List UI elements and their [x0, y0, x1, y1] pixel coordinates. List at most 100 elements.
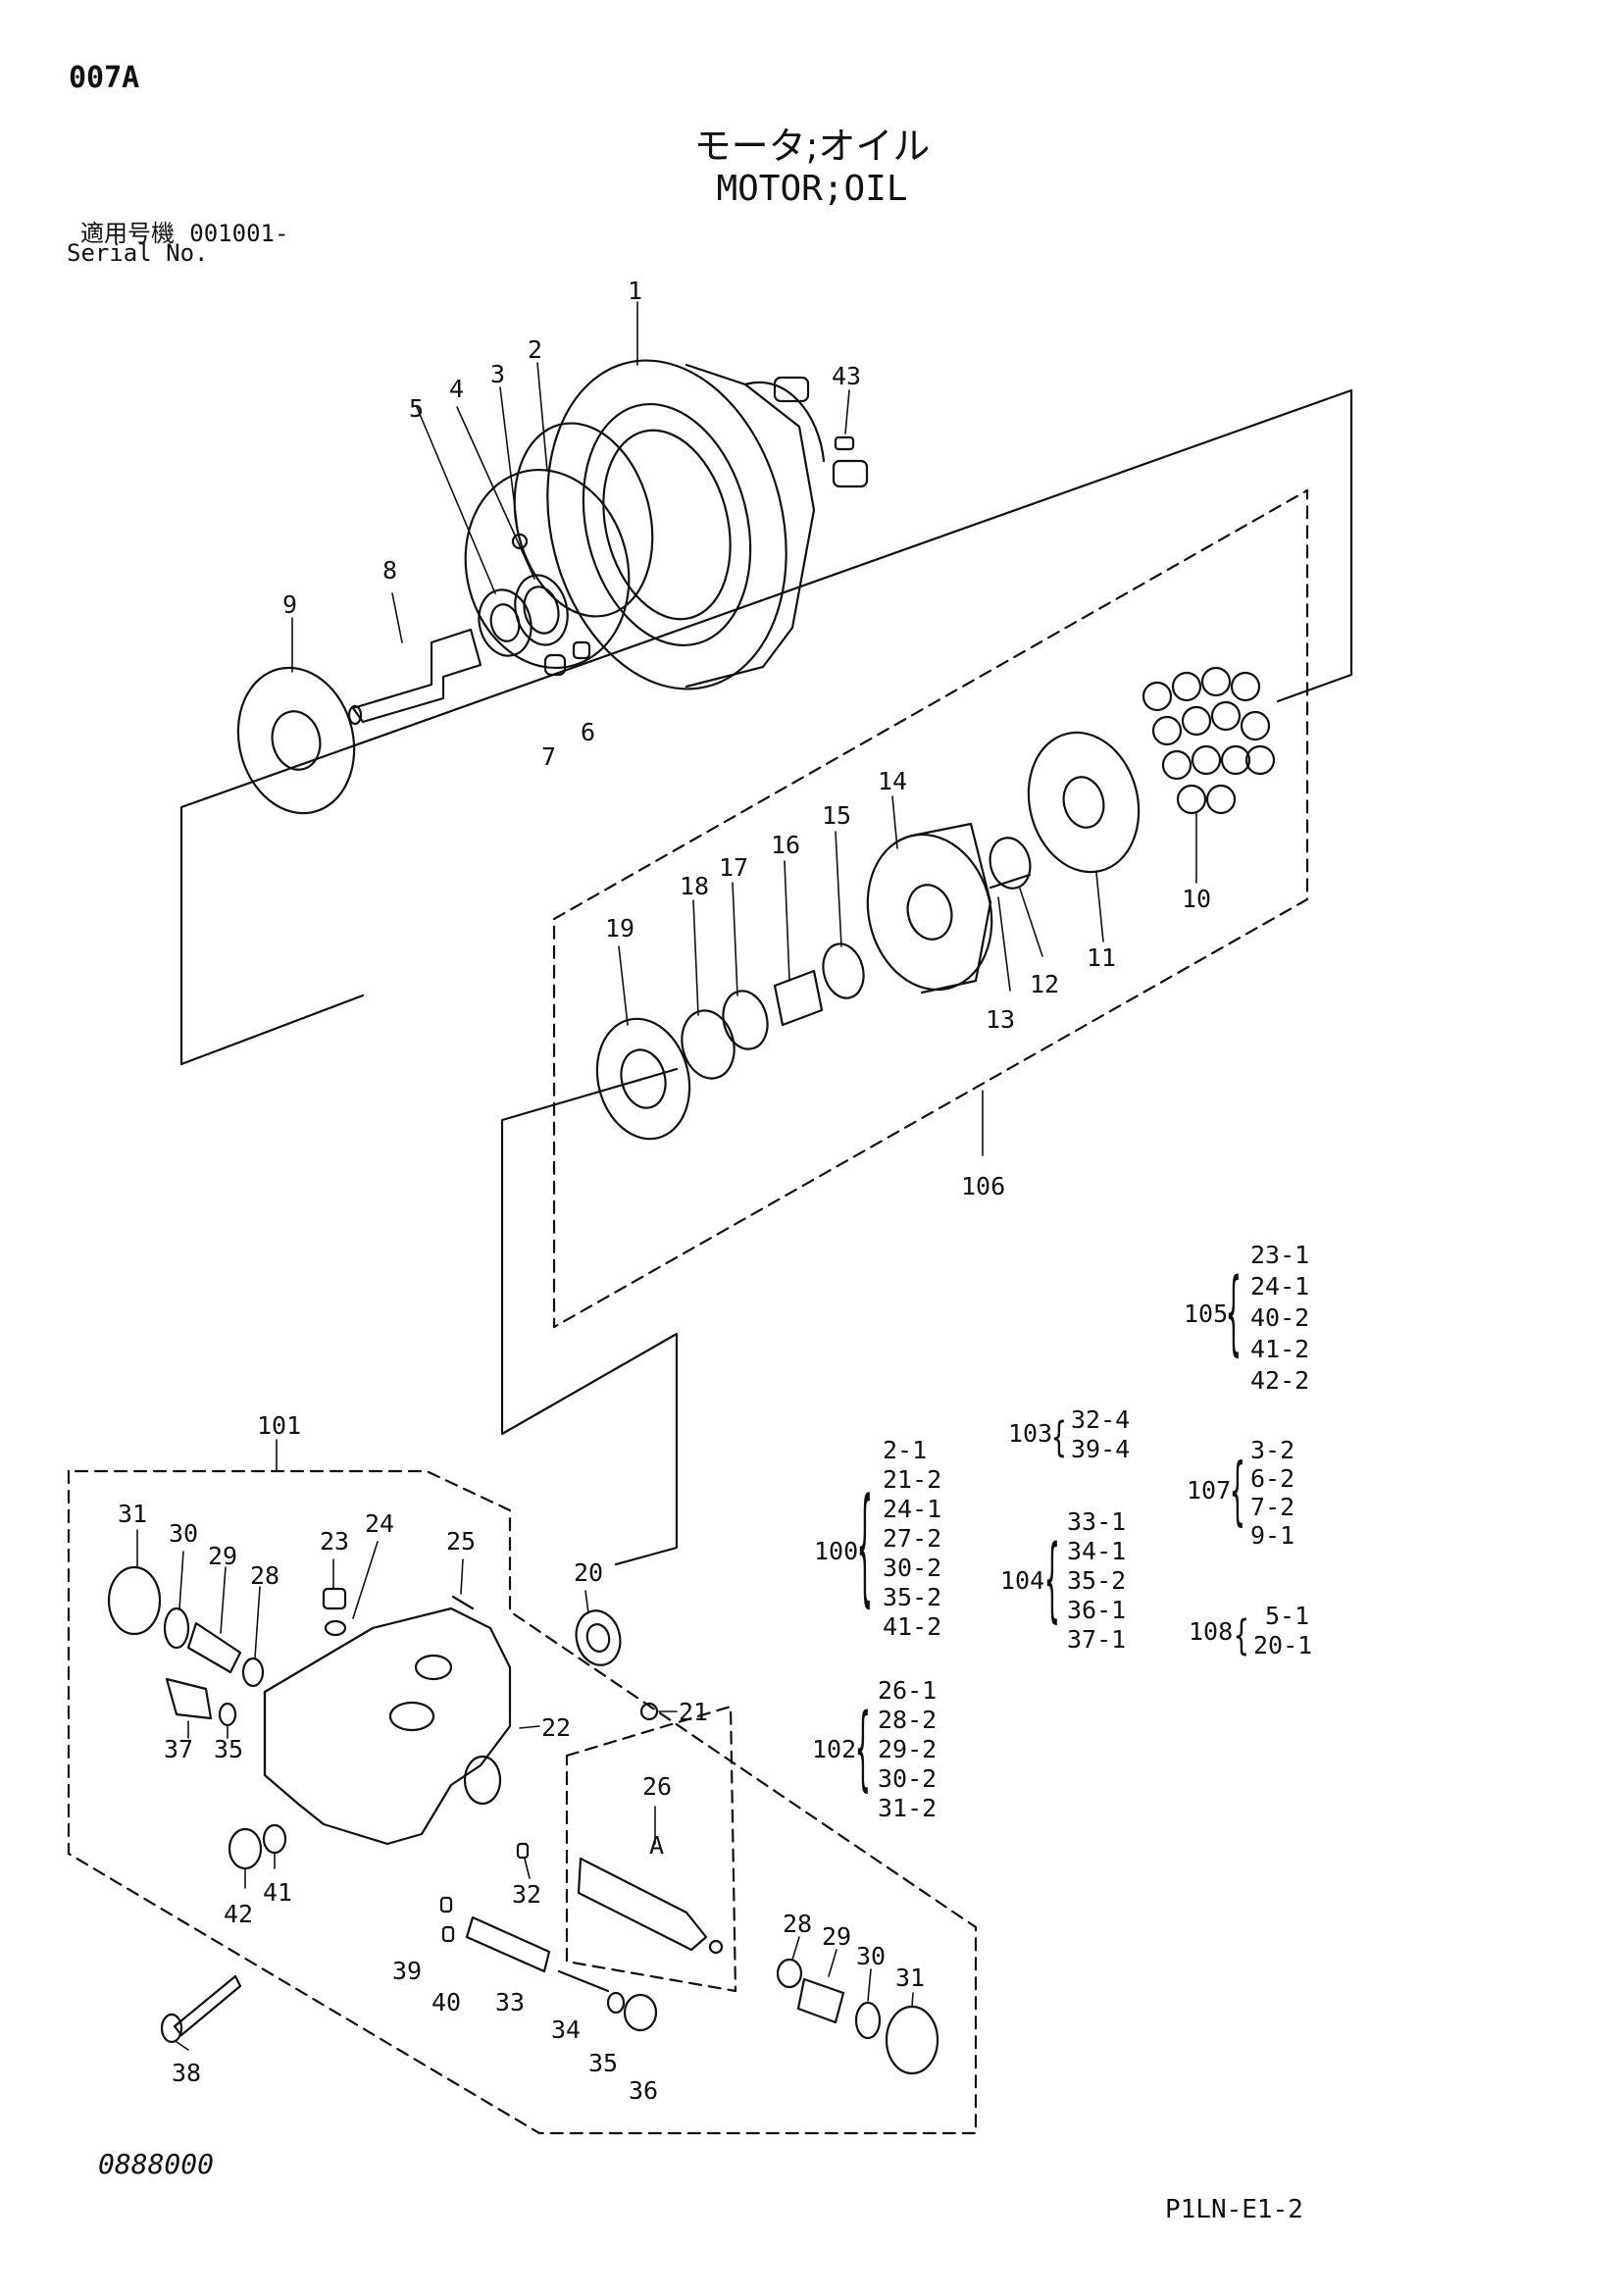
part-39-plug	[439, 1896, 453, 1913]
kit-107-item: 7-2	[1250, 1493, 1294, 1521]
part-30-o-ring-left	[163, 1607, 190, 1650]
kit-100-item: 2-1	[883, 1436, 927, 1464]
callout-14: 14	[878, 767, 907, 795]
valve-plate-connector-line	[500, 1067, 679, 1566]
callout-16: 16	[771, 831, 800, 859]
callout-36: 36	[629, 2076, 658, 2105]
kit-100-item: 41-2	[883, 1612, 941, 1641]
callout-18: 18	[680, 872, 709, 900]
part-12-spherical-bushing	[989, 837, 1032, 890]
callout-30-left: 30	[169, 1519, 198, 1548]
part-17-washer	[722, 990, 769, 1050]
callout-35-upper: 35	[214, 1735, 243, 1763]
kit-104: 104 { 33-1 34-1 35-2 36-1 37-1	[1000, 1507, 1126, 1654]
kit-102-brace: {	[855, 1695, 871, 1802]
kit-102-item: 29-2	[878, 1735, 937, 1763]
kit-107-label: 107	[1187, 1476, 1231, 1505]
kit-105-item: 24-1	[1250, 1272, 1309, 1301]
part-22-valve-cover	[263, 1607, 512, 1846]
part-21-o-ring	[639, 1702, 659, 1721]
kit-103-item: 32-4	[1071, 1405, 1130, 1434]
serial-label-japanese: 適用号機	[80, 220, 175, 247]
callout-5: 5	[409, 394, 424, 423]
callout-19: 19	[605, 914, 634, 943]
callout-39: 39	[392, 1957, 422, 1985]
callout-29-left: 29	[208, 1542, 237, 1570]
callout-6: 6	[581, 718, 595, 746]
callout-101: 101	[257, 1411, 301, 1440]
callout-7: 7	[541, 742, 556, 771]
part-16-spring	[773, 969, 824, 1027]
kit-107-item: 6-2	[1250, 1464, 1294, 1493]
kit-103-item: 39-4	[1071, 1435, 1130, 1463]
callout-8: 8	[382, 556, 397, 585]
callout-11: 11	[1087, 944, 1116, 972]
motor-housing-outline	[179, 388, 1353, 1066]
kit-102-item: 28-2	[878, 1706, 937, 1734]
part-30-o-ring-right	[854, 2001, 882, 2040]
callout-13: 13	[986, 1005, 1015, 1034]
part-19-valve-plate	[595, 1017, 691, 1141]
kit-108-label: 108	[1189, 1617, 1233, 1646]
callout-28-left: 28	[250, 1561, 279, 1590]
part-13-spring	[989, 873, 1032, 890]
kit-103-label: 103	[1008, 1419, 1052, 1448]
callout-3: 3	[490, 360, 505, 388]
kit-100-item: 35-2	[883, 1583, 941, 1611]
callout-40: 40	[431, 1988, 461, 2016]
part-3-pin	[511, 533, 529, 550]
callout-10: 10	[1182, 885, 1211, 913]
part-18-ring	[681, 1009, 736, 1080]
part-41-o-ring	[262, 1823, 287, 1855]
kit-102-item: 31-2	[878, 1794, 937, 1822]
callout-37: 37	[164, 1735, 193, 1763]
part-34-spring	[557, 1969, 610, 1993]
callout-1: 1	[628, 277, 642, 305]
kit-102: 102 { 26-1 28-2 29-2 30-2 31-2	[812, 1676, 937, 1822]
part-10-pistons	[1142, 666, 1276, 815]
part-5-bearing	[478, 588, 533, 657]
callout-32: 32	[512, 1880, 541, 1909]
callout-20: 20	[574, 1558, 603, 1587]
callout-106: 106	[961, 1172, 1005, 1200]
kit-103: 103 { 32-4 39-4	[1008, 1405, 1130, 1463]
kit-108-brace: {	[1234, 1612, 1249, 1659]
callout-12: 12	[1030, 970, 1059, 998]
serial-label-english: Serial No.	[67, 239, 209, 267]
part-20-bearing	[575, 1609, 622, 1666]
kit-104-item: 37-1	[1067, 1625, 1126, 1654]
callout-25: 25	[446, 1527, 476, 1556]
part-26-spool	[577, 1857, 724, 1955]
kit-107-brace: {	[1230, 1449, 1245, 1534]
callout-A: A	[649, 1831, 664, 1860]
part-40-plug	[441, 1925, 455, 1943]
callout-22: 22	[541, 1713, 571, 1742]
kit-100-item: 27-2	[883, 1524, 941, 1553]
callout-numbers: 1 2 3 4 5 6 7 8 9 10 11 12 13 14 15 16 1…	[118, 277, 1211, 2105]
part-32-plug	[516, 1842, 530, 1860]
callout-2: 2	[528, 335, 542, 364]
kit-102-item: 26-1	[878, 1676, 937, 1705]
part-24-o-ring	[324, 1619, 347, 1637]
callout-31-left: 31	[118, 1500, 147, 1528]
serial-value: 001001-	[189, 220, 289, 247]
kit-102-item: 30-2	[878, 1764, 937, 1793]
kit-100-item: 30-2	[883, 1554, 941, 1582]
kit-104-brace: {	[1044, 1526, 1060, 1633]
part-28-ring-left	[241, 1657, 265, 1688]
part-9-thrust-plate	[236, 666, 356, 815]
part-7-plug	[543, 653, 567, 677]
kit-100-item: 24-1	[883, 1495, 941, 1523]
kit-104-item: 34-1	[1067, 1537, 1126, 1565]
part-11-retainer-plate	[1027, 731, 1141, 874]
part-29-spring-right	[796, 1977, 845, 2024]
kit-105: 105 { 23-1 24-1 40-2 41-2 42-2	[1184, 1241, 1309, 1395]
part-25-pin	[451, 1595, 475, 1610]
callout-15: 15	[822, 801, 851, 830]
part-42-plug	[228, 1827, 263, 1870]
kit-107-item: 3-2	[1250, 1436, 1294, 1464]
drawing-section-code: 007A	[69, 61, 140, 95]
callout-43: 43	[832, 362, 861, 390]
kit-102-label: 102	[812, 1735, 856, 1763]
kit-105-item: 42-2	[1250, 1366, 1309, 1395]
